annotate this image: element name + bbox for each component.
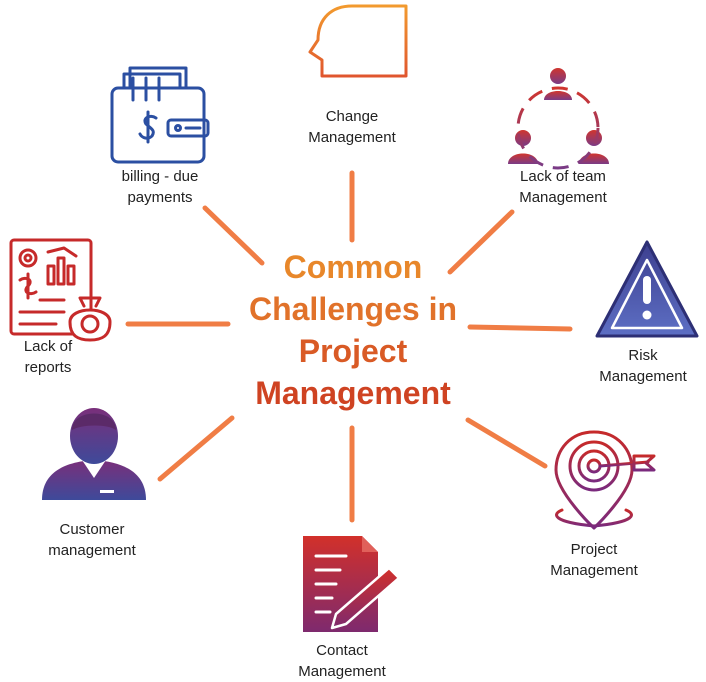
connector-customer <box>157 415 235 482</box>
label-team-management: Lack of team Management <box>488 166 638 208</box>
label-billing-due-payments: billing - due payments <box>90 166 230 208</box>
label-line: reports <box>24 359 72 376</box>
connector-project <box>465 417 548 469</box>
label-line: Management <box>308 129 396 146</box>
label-line: Lack of team <box>520 168 606 185</box>
label-line: Change <box>325 108 379 125</box>
label-project-management: Project Management <box>524 539 664 581</box>
label-line: billing - due <box>121 168 199 185</box>
label-line: Management <box>519 189 607 206</box>
label-line: Customer <box>59 521 125 538</box>
title-line-2: Challenges in <box>248 291 458 327</box>
label-contact-management: Contact Management <box>272 640 412 682</box>
report-icon <box>9 238 112 342</box>
label-line: Project <box>570 541 618 558</box>
label-line: Management <box>550 562 638 579</box>
target-pin-icon <box>554 430 656 530</box>
label-risk-management: Risk Management <box>578 345 706 387</box>
label-lack-of-reports: Lack of reports <box>0 336 96 378</box>
document-pen-icon <box>303 536 401 632</box>
label-customer-management: Customer management <box>22 519 162 561</box>
head-profile-icon <box>308 4 408 78</box>
team-ring-icon <box>516 86 600 170</box>
label-line: management <box>48 542 136 559</box>
title-line-1: Common <box>283 249 423 285</box>
title-line-3: Project <box>298 333 408 369</box>
label-line: Lack of <box>23 338 73 355</box>
label-change-management: Change Management <box>282 106 422 148</box>
label-line: payments <box>127 189 193 206</box>
label-line: Management <box>298 663 386 680</box>
warning-triangle-icon <box>595 240 699 338</box>
label-line: Risk <box>628 347 658 364</box>
label-line: Contact <box>316 642 368 659</box>
team-icon <box>508 68 609 164</box>
connector-billing <box>202 205 265 266</box>
main-title: Common Challenges in Project Management <box>208 246 498 414</box>
wallet-icon <box>110 66 210 164</box>
connector-risk <box>467 324 573 332</box>
title-line-4: Management <box>255 375 451 411</box>
connector-team <box>447 209 515 275</box>
label-line: Management <box>599 368 687 385</box>
customer-icon <box>42 408 146 500</box>
